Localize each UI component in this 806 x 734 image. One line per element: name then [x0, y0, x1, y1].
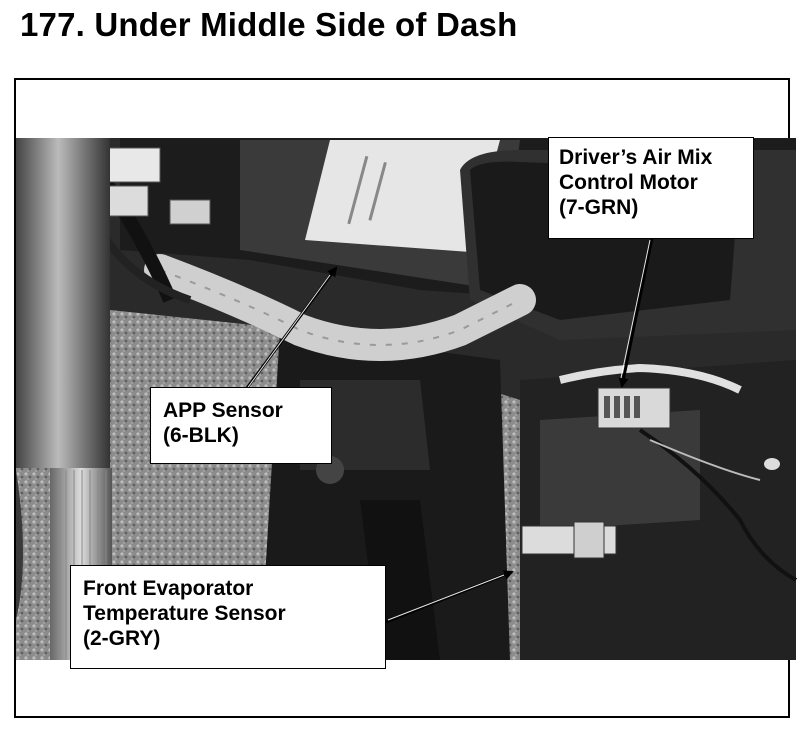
- page-title: 177. Under Middle Side of Dash: [20, 6, 518, 43]
- callout-line: Control Motor: [559, 171, 698, 194]
- callout-line: Front Evaporator: [83, 577, 254, 600]
- callout-line: Driver’s Air Mix: [559, 146, 713, 169]
- callout-front-evaporator-temperature-sensor: Front Evaporator Temperature Sensor (2-G…: [70, 565, 386, 669]
- callout-line: (6-BLK): [163, 424, 239, 447]
- callout-line: (2-GRY): [83, 627, 161, 650]
- callout-drivers-air-mix-control-motor: Driver’s Air Mix Control Motor (7-GRN): [548, 137, 754, 239]
- callout-line: Temperature Sensor: [83, 602, 286, 625]
- arrow-air-mix: [618, 237, 654, 388]
- callout-app-sensor: APP Sensor (6-BLK): [150, 387, 332, 464]
- callout-line: (7-GRN): [559, 196, 639, 219]
- callout-line: APP Sensor: [163, 399, 283, 422]
